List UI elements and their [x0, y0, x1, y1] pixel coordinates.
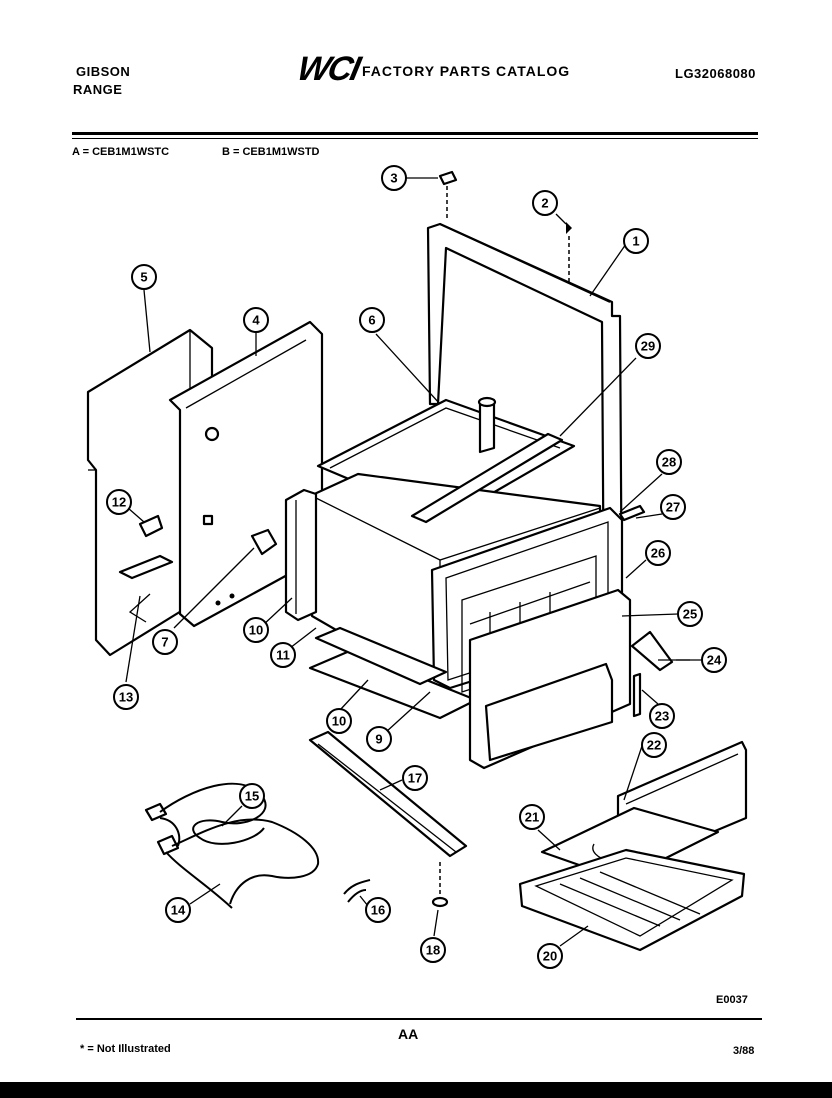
callout-6: 6	[359, 307, 385, 333]
header-rule-thin	[72, 138, 758, 139]
svg-text:22: 22	[647, 738, 661, 753]
callout-28: 28	[656, 449, 682, 475]
part-clip	[138, 514, 164, 538]
svg-text:2: 2	[541, 196, 548, 211]
part-front-gasket	[284, 488, 318, 622]
callout-16: 15	[239, 783, 265, 809]
callout-17: 16	[365, 897, 391, 923]
part-bracket	[118, 554, 174, 623]
svg-text:23: 23	[655, 709, 669, 724]
callout-11: 11	[270, 642, 296, 668]
svg-text:14: 14	[171, 903, 186, 918]
callout-13: 12	[106, 489, 132, 515]
catalog-title: FACTORY PARTS CATALOG	[362, 63, 571, 79]
callout-27: 27	[660, 494, 686, 520]
not-illustrated-note: * = Not Illustrated	[80, 1043, 171, 1055]
callout-10: 10	[326, 708, 352, 734]
document-number: LG32068080	[675, 66, 756, 81]
callout-1: 1	[623, 228, 649, 254]
callout-9: 9	[366, 726, 392, 752]
svg-text:10: 10	[332, 714, 346, 729]
svg-text:26: 26	[651, 546, 665, 561]
callout-15: 14	[165, 897, 191, 923]
callout-24: 24	[701, 647, 727, 673]
svg-text:17: 17	[408, 771, 422, 786]
part-broiler-channel	[308, 730, 468, 908]
part-screw	[438, 170, 572, 286]
svg-text:18: 18	[426, 943, 440, 958]
svg-text:10: 10	[249, 623, 263, 638]
part-grommet	[250, 528, 278, 556]
callout-23: 23	[649, 703, 675, 729]
model-b-label: B = CEB1M1WSTD	[222, 146, 320, 158]
svg-text:24: 24	[707, 653, 722, 668]
svg-text:13: 13	[119, 690, 133, 705]
part-trim-strip	[410, 432, 564, 524]
svg-text:20: 20	[543, 949, 557, 964]
callout-12: 10	[243, 617, 269, 643]
model-a-label: A = CEB1M1WSTC	[72, 146, 170, 158]
revision-date: 3/88	[733, 1045, 755, 1057]
part-broiler-pan	[518, 848, 746, 952]
svg-text:29: 29	[641, 339, 655, 354]
product-type: RANGE	[73, 82, 123, 97]
svg-text:6: 6	[368, 313, 375, 328]
callout-4: 4	[243, 307, 269, 333]
svg-text:16: 16	[371, 903, 385, 918]
svg-text:27: 27	[666, 500, 680, 515]
part-back-panel	[168, 320, 324, 628]
svg-text:15: 15	[245, 789, 259, 804]
svg-text:9: 9	[375, 732, 382, 747]
callout-22: 22	[641, 732, 667, 758]
callout-19: 18	[420, 937, 446, 963]
callout-18: 17	[402, 765, 428, 791]
page-bottom-edge	[0, 1082, 832, 1098]
callout-21: 21	[519, 804, 545, 830]
svg-text:4: 4	[252, 313, 260, 328]
part-broil-element	[156, 818, 320, 909]
svg-text:12: 12	[112, 495, 126, 510]
svg-text:3: 3	[390, 171, 397, 186]
callout-3: 3	[381, 165, 407, 191]
footer-rule	[76, 1018, 762, 1020]
header-rule	[72, 132, 758, 135]
svg-text:5: 5	[140, 270, 147, 285]
callout-5: 5	[131, 264, 157, 290]
callout-7: 7	[152, 629, 178, 655]
svg-text:21: 21	[525, 810, 539, 825]
part-door-hinge	[630, 630, 690, 718]
callout-14: 13	[113, 684, 139, 710]
svg-text:25: 25	[683, 607, 697, 622]
svg-text:1: 1	[632, 234, 639, 249]
part-wire-clip	[343, 879, 371, 903]
svg-text:11: 11	[276, 648, 290, 663]
drawing-code: E0037	[716, 994, 748, 1006]
callout-2: 2	[532, 190, 558, 216]
svg-text:7: 7	[161, 635, 168, 650]
svg-text:28: 28	[662, 455, 676, 470]
callout-26: 26	[645, 540, 671, 566]
brand-name: GIBSON	[76, 64, 131, 79]
callout-29: 29	[635, 333, 661, 359]
callout-25: 25	[677, 601, 703, 627]
revision-mark: AA	[398, 1026, 419, 1042]
part-front-frame	[468, 588, 632, 770]
callout-20: 20	[537, 943, 563, 969]
